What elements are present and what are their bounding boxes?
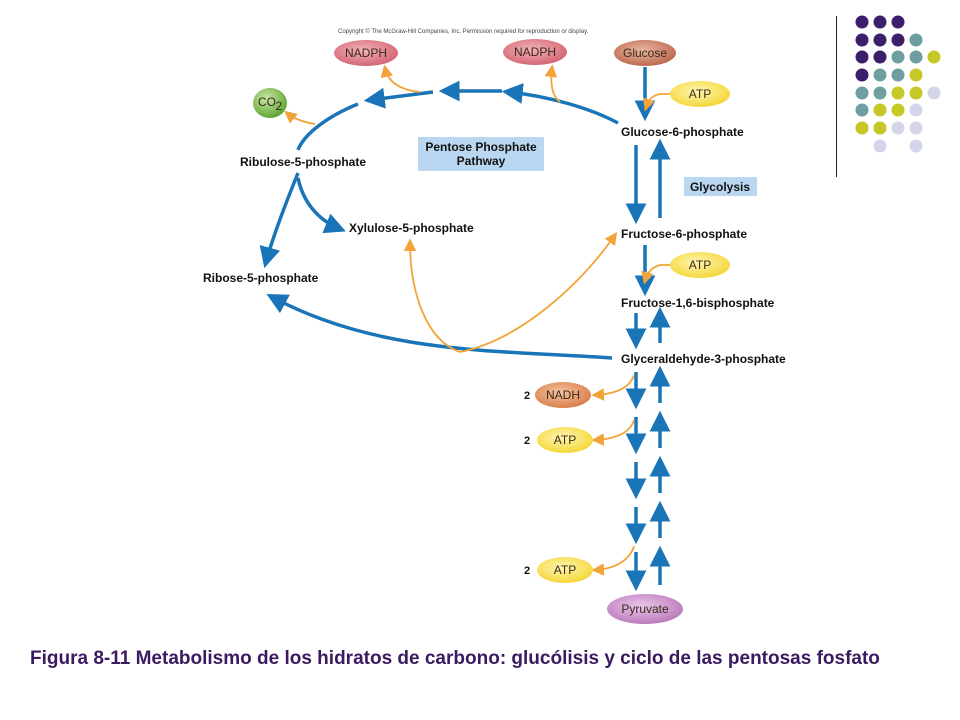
label-fructose-6-phosphate: Fructose-6-phosphate [621, 227, 747, 241]
figure-caption: Figura 8-11 Metabolismo de los hidratos … [30, 648, 880, 669]
svg-text:Pathway: Pathway [457, 154, 506, 168]
svg-text:ATP: ATP [689, 258, 711, 272]
cofactor-arrows [284, 64, 672, 576]
glycolysis-box: Glycolysis [684, 177, 757, 196]
nadh-count: 2 [524, 390, 530, 402]
label-ribose-5-phosphate: Ribose-5-phosphate [203, 271, 319, 285]
label-xylulose-5-phosphate: Xylulose-5-phosphate [349, 221, 474, 235]
label-glucose-6-phosphate: Glucose-6-phosphate [621, 125, 744, 139]
svg-text:ATP: ATP [554, 563, 576, 577]
svg-text:CO: CO [258, 95, 276, 109]
svg-text:NADPH: NADPH [345, 46, 387, 60]
label-fructose-1-6-bisphosphate: Fructose-1,6-bisphosphate [621, 296, 775, 310]
atp-oval-2: ATP [670, 252, 730, 278]
decorative-dot-grid [855, 15, 941, 153]
svg-text:NADPH: NADPH [514, 45, 556, 59]
svg-text:ATP: ATP [689, 87, 711, 101]
label-glyceraldehyde-3-phosphate: Glyceraldehyde-3-phosphate [621, 352, 786, 366]
glycolysis-arrows [625, 67, 671, 592]
label-ribulose-5-phosphate: Ribulose-5-phosphate [240, 155, 366, 169]
nadph-oval-right: NADPH [503, 39, 567, 65]
svg-text:2: 2 [276, 99, 283, 113]
svg-text:Glucose: Glucose [623, 46, 667, 60]
co2-oval: CO 2 [253, 88, 287, 118]
pentose-pathway-box: Pentose Phosphate Pathway [418, 137, 544, 171]
svg-text:ATP: ATP [554, 433, 576, 447]
svg-text:Glycolysis: Glycolysis [690, 180, 750, 194]
divider-line [836, 16, 837, 177]
nadh-oval: NADH [535, 382, 591, 408]
atp-oval-3: ATP [537, 427, 593, 453]
pyruvate-oval: Pyruvate [607, 594, 683, 624]
pentose-arrows [259, 80, 619, 360]
nadph-oval-left: NADPH [334, 40, 398, 66]
atp-count-1: 2 [524, 435, 530, 447]
copyright-notice: Copyright © The McGraw-Hill Companies, I… [338, 28, 589, 35]
glucose-oval: Glucose [614, 40, 676, 66]
atp-count-2: 2 [524, 565, 530, 577]
svg-text:Pentose Phosphate: Pentose Phosphate [425, 140, 537, 154]
svg-text:Pyruvate: Pyruvate [621, 602, 669, 616]
atp-oval-4: ATP [537, 557, 593, 583]
atp-oval-1: ATP [670, 81, 730, 107]
svg-text:NADH: NADH [546, 388, 580, 402]
